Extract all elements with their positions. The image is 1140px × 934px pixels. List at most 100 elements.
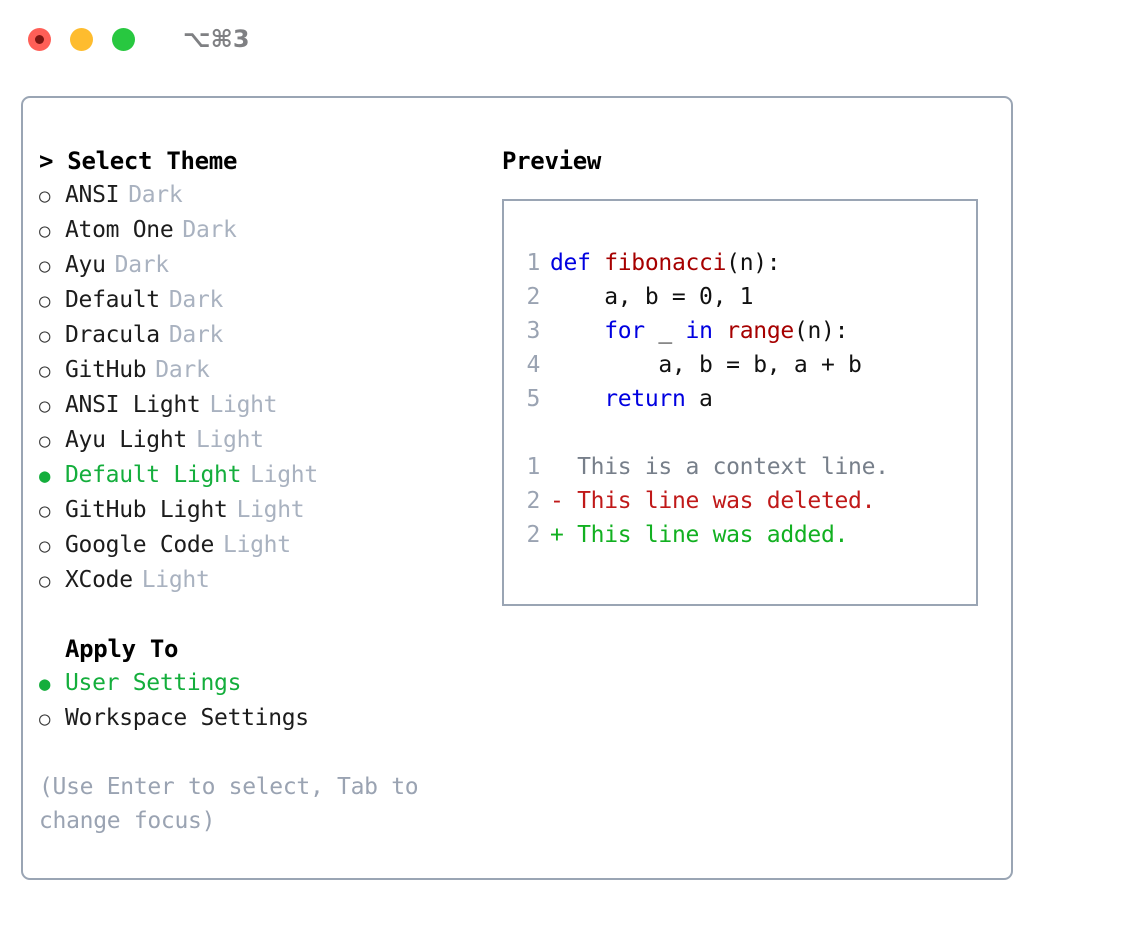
traffic-lights xyxy=(28,27,135,51)
code-token-pl: a, b = b, a + b xyxy=(550,352,862,378)
line-number: 5 xyxy=(526,386,540,412)
line-number: 4 xyxy=(526,352,540,378)
window-shortcut-label: ⌥⌘3 xyxy=(183,25,250,53)
apply-to-item-workspace-settings[interactable]: ○Workspace Settings xyxy=(39,701,491,736)
code-token-kw: return xyxy=(604,386,686,412)
theme-item-label: Ayu Light xyxy=(65,427,187,453)
theme-item-label: ANSI xyxy=(65,182,120,208)
maximize-window-button[interactable] xyxy=(112,27,135,51)
code-token-pl: a xyxy=(685,386,713,412)
diff-text: This line was deleted. xyxy=(577,488,876,514)
code-token-kw: in xyxy=(685,318,713,344)
radio-unselected-icon: ○ xyxy=(39,255,51,277)
theme-item-google-code[interactable]: ○ Google Code Light xyxy=(39,528,491,563)
section-spacer xyxy=(39,598,491,632)
theme-item-tag: Dark xyxy=(168,322,224,348)
theme-item-tag: Light xyxy=(223,532,291,558)
code-token-pl: _ xyxy=(644,318,686,344)
radio-unselected-icon: ○ xyxy=(39,708,51,730)
line-number: 1 xyxy=(526,454,540,480)
diff-line: 2- This line was deleted. xyxy=(516,484,976,518)
theme-item-tag: Dark xyxy=(114,252,170,278)
theme-item-ansi[interactable]: ○ ANSI Dark xyxy=(39,178,491,213)
radio-unselected-icon: ○ xyxy=(39,185,51,207)
close-window-button[interactable] xyxy=(28,27,51,51)
diff-text: This line was added. xyxy=(577,522,849,548)
theme-item-label: Atom One xyxy=(65,217,174,243)
code-token-pl xyxy=(550,318,604,344)
code-token-pl: a, b = 0, 1 xyxy=(550,284,754,310)
code-token-kw: def xyxy=(550,250,605,276)
code-token-fn: fibonacci xyxy=(604,250,727,276)
theme-item-label: Ayu xyxy=(65,252,106,278)
diff-line: 2 + This line was added. xyxy=(516,518,976,552)
radio-unselected-icon: ○ xyxy=(39,395,51,417)
code-token-kw: for xyxy=(604,318,645,344)
theme-item-label: Google Code xyxy=(65,532,215,558)
code-token-pl: (n): xyxy=(726,250,781,276)
apply-to-header: Apply To xyxy=(65,635,179,663)
diff-marker: + xyxy=(550,522,578,548)
diff-marker xyxy=(550,454,577,480)
line-number: 3 xyxy=(526,318,540,344)
code-line: 3 for _ in range(n): xyxy=(516,314,976,348)
diff-marker: - xyxy=(550,488,578,514)
apply-to-item-label: User Settings xyxy=(65,670,242,696)
select-theme-header: > Select Theme xyxy=(39,147,238,175)
radio-selected-icon: ● xyxy=(39,673,51,695)
theme-item-tag: Dark xyxy=(128,182,183,208)
theme-item-label: GitHub xyxy=(65,357,147,383)
preview-header: Preview xyxy=(502,147,602,175)
radio-unselected-icon: ○ xyxy=(39,535,51,557)
theme-item-ayu[interactable]: ○ Ayu Dark xyxy=(39,248,491,283)
apply-to-item-user-settings[interactable]: ● User Settings xyxy=(39,666,491,701)
code-token-pl: (n): xyxy=(793,318,849,344)
radio-unselected-icon: ○ xyxy=(39,325,51,347)
code-line: 1 def fibonacci(n): xyxy=(516,246,976,280)
code-token-fn: range xyxy=(726,318,794,344)
theme-item-tag: Light xyxy=(195,427,264,453)
radio-unselected-icon: ○ xyxy=(39,360,51,382)
code-line: 5 return a xyxy=(516,382,976,416)
theme-item-tag: Light xyxy=(141,567,210,593)
line-number: 2 xyxy=(526,284,540,310)
line-number: 2 xyxy=(526,488,540,514)
theme-item-ayu-light[interactable]: ○ Ayu Light Light xyxy=(39,423,491,458)
theme-item-label: Default xyxy=(65,287,160,313)
apply-to-list[interactable]: ● User Settings ○Workspace Settings xyxy=(39,666,491,736)
diff-sample: 1 This is a context line.2- This line wa… xyxy=(516,450,976,552)
radio-unselected-icon: ○ xyxy=(39,570,51,592)
minimize-window-button[interactable] xyxy=(70,27,93,51)
theme-item-default[interactable]: ○ Default Dark xyxy=(39,283,491,318)
theme-item-tag: Dark xyxy=(168,287,224,313)
theme-item-tag: Light xyxy=(209,392,278,418)
keyboard-hint-text: (Use Enter to select, Tab to change focu… xyxy=(39,774,432,834)
radio-unselected-icon: ○ xyxy=(39,290,51,312)
code-line: 4 a, b = b, a + b xyxy=(516,348,976,382)
theme-item-tag: Light xyxy=(250,462,318,488)
theme-item-tag: Dark xyxy=(155,357,210,383)
diff-line: 1 This is a context line. xyxy=(516,450,976,484)
code-token-pl xyxy=(550,386,604,412)
diff-text: This is a context line. xyxy=(577,454,889,480)
theme-item-github[interactable]: ○ GitHub Dark xyxy=(39,353,491,388)
code-line: 2 a, b = 0, 1 xyxy=(516,280,976,314)
line-number: 1 xyxy=(526,250,540,276)
line-number: 2 xyxy=(526,522,540,548)
radio-unselected-icon: ○ xyxy=(39,500,51,522)
radio-unselected-icon: ○ xyxy=(39,430,51,452)
code-diff-spacer xyxy=(516,416,976,450)
